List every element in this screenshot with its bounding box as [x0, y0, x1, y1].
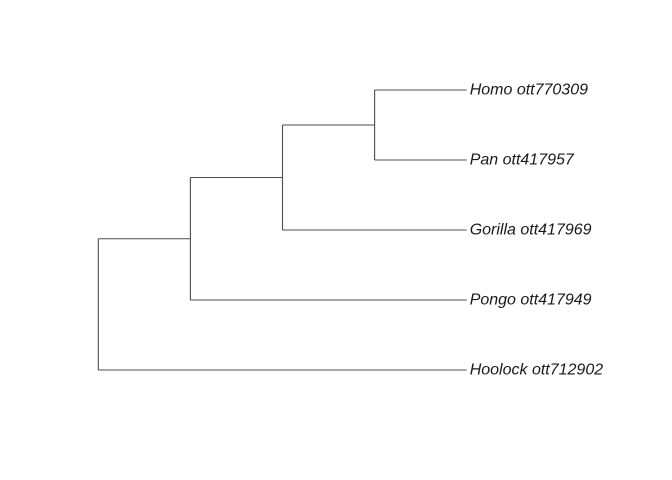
tip-label-hoolock: Hoolock ott712902: [470, 362, 604, 379]
tip-label-pan: Pan ott417957: [470, 152, 575, 169]
tip-label-pongo: Pongo ott417949: [470, 292, 592, 309]
tip-label-gorilla: Gorilla ott417969: [470, 222, 592, 239]
tip-label-homo: Homo ott770309: [470, 82, 588, 99]
